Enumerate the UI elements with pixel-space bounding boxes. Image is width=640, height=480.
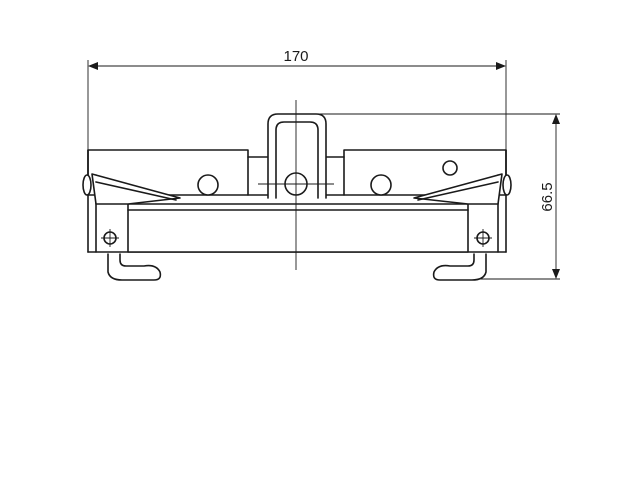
base-block (127, 203, 469, 253)
width-label: 170 (283, 48, 308, 65)
left-latch-arm-edge (95, 181, 177, 201)
left-hole (197, 174, 219, 196)
lever-inner (275, 121, 319, 199)
left-pivot-pin (82, 174, 92, 196)
lever-body (267, 113, 327, 199)
right-pivot-pin (502, 174, 512, 196)
right-hole (370, 174, 392, 196)
height-dimension: 66.5 (300, 113, 560, 280)
center-lever (267, 113, 327, 199)
right-hook (432, 253, 487, 281)
center-lines (258, 100, 334, 270)
height-label: 66.5 (539, 182, 556, 211)
housing (82, 149, 512, 253)
small-hole (442, 160, 458, 176)
left-hook (107, 253, 162, 281)
right-latch-arm-edge (417, 181, 499, 201)
screws (101, 229, 492, 247)
hooks (107, 253, 487, 281)
